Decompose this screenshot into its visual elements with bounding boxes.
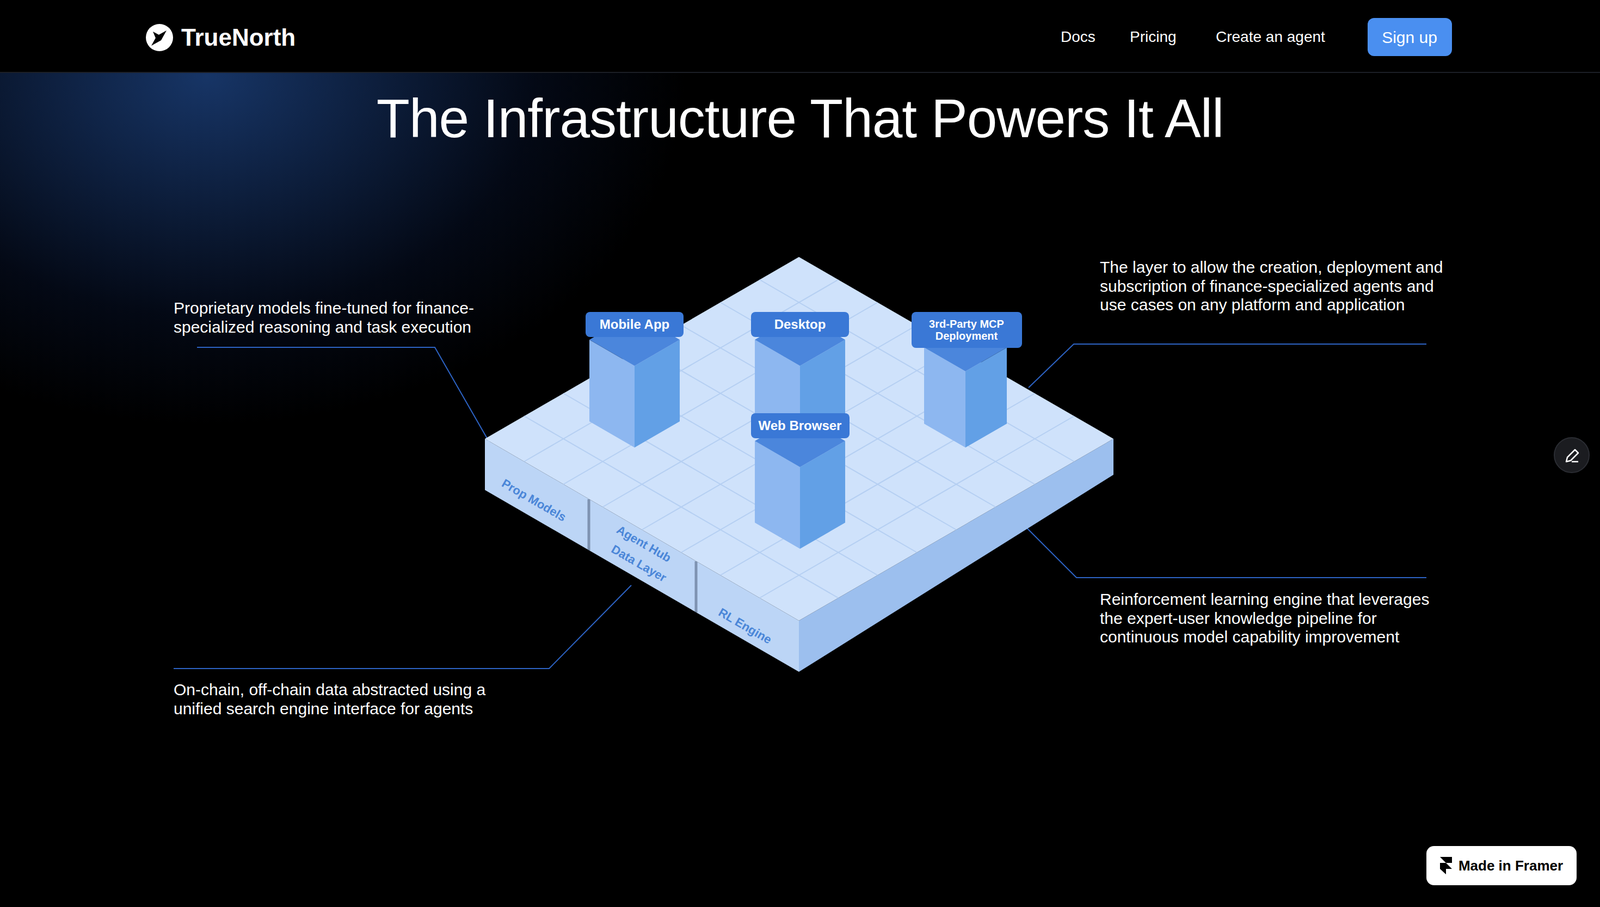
nav-link: Create an agent xyxy=(1215,28,1326,46)
platform-tab: Mobile App xyxy=(585,311,684,337)
node-text: Web Browser xyxy=(758,418,842,433)
platform-tab: Desktop xyxy=(751,311,849,337)
platform-tab: 3rd-Party MCP Deployment xyxy=(911,311,1023,348)
callout-text: Proprietary models fine-tuned for financ… xyxy=(173,298,522,337)
node-text: Desktop xyxy=(774,317,827,332)
logo-text: TrueNorth xyxy=(181,23,296,52)
node-text: 3rd-Party MCP Deployment xyxy=(918,317,1016,342)
signup-button: Sign up xyxy=(1367,17,1452,57)
nav-link: Pricing xyxy=(1129,28,1177,46)
logo-icon xyxy=(145,23,174,52)
callout-text: The layer to allow the creation, deploym… xyxy=(1099,257,1454,315)
cubes xyxy=(589,313,1007,549)
callout-text: On-chain, off-chain data abstracted usin… xyxy=(173,680,522,718)
edit-button xyxy=(1554,437,1590,473)
platform xyxy=(484,256,1114,672)
page-title: The Infrastructure That Powers It All xyxy=(0,87,1600,150)
framer-logo xyxy=(1440,856,1452,875)
node-text: Made in Framer xyxy=(1458,857,1563,874)
platform-tab: Web Browser xyxy=(751,413,850,439)
node-text: Mobile App xyxy=(599,317,670,332)
nav-link: Docs xyxy=(1060,28,1096,46)
badge: Made in Framer xyxy=(1426,845,1577,885)
node-text: Sign up xyxy=(1381,28,1438,47)
callout-text: Reinforcement learning engine that lever… xyxy=(1099,589,1454,647)
